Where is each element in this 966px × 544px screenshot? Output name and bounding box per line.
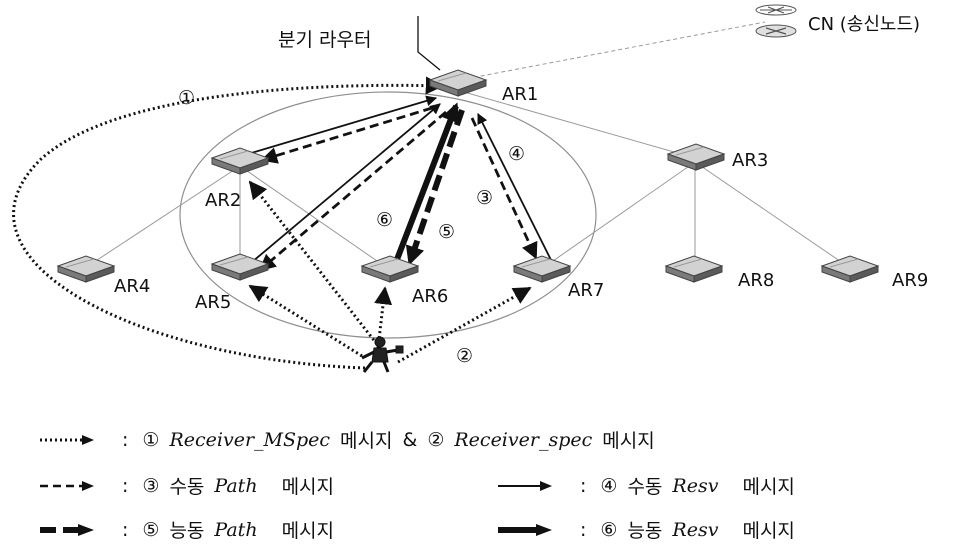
router-ar7-icon bbox=[513, 255, 571, 283]
legend-colon: : bbox=[580, 518, 587, 541]
receiver-spec-arrow-ar5 bbox=[248, 284, 363, 358]
legend-num: ① bbox=[142, 428, 160, 451]
legend-msg: Resv bbox=[672, 518, 719, 541]
legend: : ① Receiver_MSpec 메시지 & ② Receiver_spec… bbox=[0, 412, 966, 544]
legend-num: ③ bbox=[142, 474, 160, 497]
access-domain-boundary bbox=[179, 91, 597, 339]
topology-links bbox=[84, 87, 851, 271]
router-ar8-label: AR8 bbox=[738, 270, 774, 291]
router-ar1-label: AR1 bbox=[502, 84, 538, 105]
legend-row-passive-path: : ③ 수동 Path 메시지 bbox=[38, 472, 334, 499]
passive-path-arrow-ar5 bbox=[258, 110, 447, 272]
legend-kind: 능동 bbox=[627, 520, 663, 542]
receiver-spec-arrow-ar7 bbox=[397, 286, 532, 364]
legend-row-passive-resv: : ④ 수동 Resv 메시지 bbox=[496, 472, 795, 499]
legend-colon: : bbox=[122, 474, 129, 497]
legend-row-receiver-spec: : ① Receiver_MSpec 메시지 & ② Receiver_spec… bbox=[38, 426, 655, 453]
step-marker-6: ⑥ bbox=[376, 209, 393, 231]
mobile-node-icon bbox=[361, 336, 404, 373]
router-ar2-icon bbox=[211, 147, 269, 175]
router-ar2-label: AR2 bbox=[205, 190, 241, 211]
router-ar5-label: AR5 bbox=[195, 292, 231, 313]
legend-suffix: 메시지 bbox=[281, 476, 335, 498]
receiver-spec-arrow-ar2 bbox=[248, 180, 382, 349]
message-arrows bbox=[12, 76, 553, 370]
step-marker-3: ③ bbox=[476, 187, 493, 209]
branch-router-label: 분기 라우터 bbox=[278, 29, 371, 51]
cn-link bbox=[459, 21, 766, 81]
legend-num: ⑤ bbox=[142, 518, 160, 541]
router-ar6-icon bbox=[361, 255, 419, 283]
thick-solid-arrow-icon bbox=[498, 523, 552, 536]
router-ar3-icon bbox=[667, 143, 725, 171]
receiver-mspec-arrow bbox=[12, 76, 444, 370]
legend-amp: & bbox=[402, 428, 418, 451]
legend-msg: Receiver_MSpec bbox=[169, 428, 331, 451]
step-marker-2: ② bbox=[456, 345, 473, 367]
passive-resv-arrow-ar2 bbox=[247, 95, 438, 155]
legend-num: ② bbox=[427, 428, 445, 451]
step-marker-1: ① bbox=[178, 87, 195, 109]
passive-path-arrow-ar2 bbox=[260, 106, 433, 164]
cn-label: CN (송신노드) bbox=[808, 14, 920, 35]
passive-resv-arrow-ar7 bbox=[477, 113, 553, 263]
legend-suffix: 메시지 bbox=[742, 476, 795, 498]
legend-colon: : bbox=[580, 474, 587, 497]
legend-msg: Receiver_spec bbox=[454, 428, 593, 451]
passive-resv-arrow-ar5 bbox=[251, 103, 441, 263]
passive-path-arrow-ar7 bbox=[470, 117, 538, 260]
legend-suffix: 메시지 bbox=[742, 520, 795, 542]
legend-kind: 수동 bbox=[169, 476, 205, 498]
step-marker-4: ④ bbox=[508, 143, 525, 165]
step-marker-5: ⑤ bbox=[438, 221, 455, 243]
legend-msg: Path bbox=[214, 518, 258, 541]
legend-kind: 수동 bbox=[627, 476, 663, 498]
router-ar4-icon bbox=[57, 255, 115, 283]
cn-node-icon bbox=[755, 4, 797, 38]
legend-num: ⑥ bbox=[600, 518, 618, 541]
router-ar6-label: AR6 bbox=[412, 286, 448, 307]
router-ar8-icon bbox=[665, 255, 723, 283]
branch-router-pointer bbox=[417, 16, 441, 71]
router-ar5-icon bbox=[211, 253, 269, 281]
solid-arrow-icon bbox=[498, 480, 552, 491]
router-ar3-label: AR3 bbox=[732, 150, 768, 171]
legend-row-active-path: : ⑤ 능동 Path 메시지 bbox=[38, 516, 334, 543]
router-ar7-label: AR7 bbox=[568, 280, 604, 301]
network-diagram: 분기 라우터 CN (송신노드) AR1 AR2 bbox=[12, 4, 928, 373]
router-ar4-label: AR4 bbox=[114, 276, 150, 297]
legend-kind: 능동 bbox=[169, 520, 205, 542]
active-resv-arrow bbox=[393, 102, 460, 264]
router-ar9-label: AR9 bbox=[892, 270, 928, 291]
thick-dashed-arrow-icon bbox=[40, 523, 94, 536]
legend-row-active-resv: : ⑥ 능동 Resv 메시지 bbox=[496, 516, 795, 543]
legend-colon: : bbox=[122, 518, 129, 541]
legend-num: ④ bbox=[600, 474, 618, 497]
dashed-arrow-icon bbox=[40, 480, 94, 491]
legend-msg: Path bbox=[214, 474, 258, 497]
legend-suffix: 메시지 bbox=[281, 520, 335, 542]
legend-suffix: 메시지 bbox=[340, 430, 393, 452]
router-ar9-icon bbox=[821, 255, 879, 283]
legend-msg: Resv bbox=[672, 474, 719, 497]
dotted-arrow-icon bbox=[40, 434, 94, 445]
active-path-arrow bbox=[405, 109, 465, 266]
router-ar1-icon bbox=[429, 69, 487, 97]
legend-colon: : bbox=[122, 428, 129, 451]
legend-suffix: 메시지 bbox=[602, 430, 655, 452]
